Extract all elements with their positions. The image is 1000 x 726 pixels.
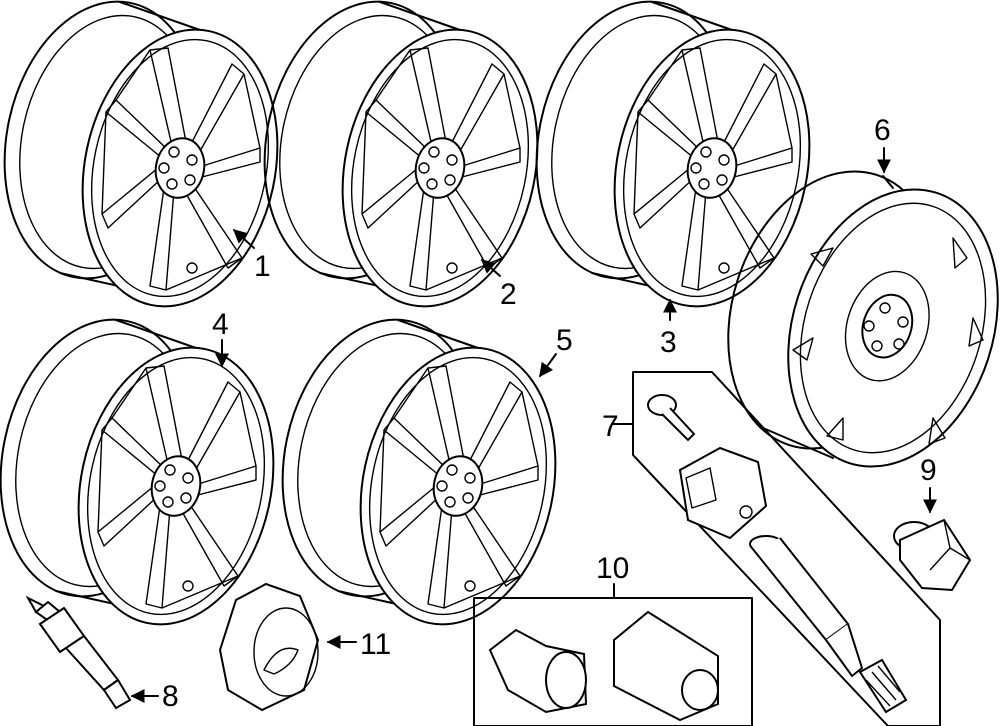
callout-2: 2 — [500, 278, 517, 311]
wheel-3 — [510, 0, 836, 326]
callout-3: 3 — [660, 326, 677, 359]
callout-9: 9 — [920, 454, 937, 487]
valve-stem-7 — [749, 535, 864, 678]
center-cap-11 — [218, 582, 320, 712]
wheel-lock-kit-10 — [473, 583, 753, 726]
wheel-6-spare — [727, 170, 999, 468]
callout-4: 4 — [212, 308, 229, 341]
tpms-sensor — [678, 446, 768, 540]
callout-5: 5 — [556, 324, 573, 357]
callout-11: 11 — [360, 628, 391, 661]
callout-8: 8 — [162, 680, 179, 713]
sensor-screw — [647, 394, 696, 442]
callout-1: 1 — [254, 250, 271, 283]
valve-cap — [858, 658, 908, 714]
lug-nut-9 — [893, 518, 972, 592]
tpms-valve-8 — [25, 595, 132, 710]
wheel-2 — [238, 0, 564, 326]
callout-6: 6 — [874, 114, 891, 147]
callout-7: 7 — [602, 410, 619, 443]
wheel-5 — [256, 300, 582, 644]
leader-lines — [130, 147, 937, 703]
tpms-kit-7 — [611, 371, 941, 726]
callout-10: 10 — [596, 552, 629, 585]
lock-nut — [488, 628, 588, 714]
lock-key — [613, 610, 719, 722]
